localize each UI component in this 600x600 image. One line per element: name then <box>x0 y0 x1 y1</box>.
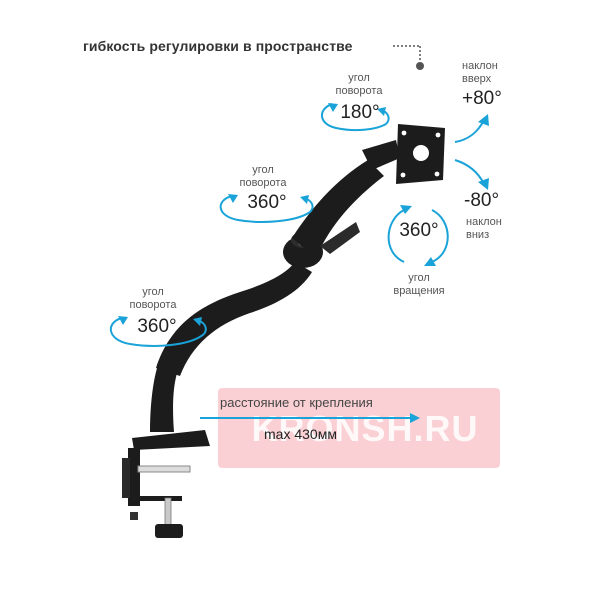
label-monitor-rotation: угол вращения <box>393 272 445 297</box>
rotation-arrow-mid <box>219 194 314 223</box>
value-low-rotation: 360° <box>137 316 177 337</box>
value-monitor-rotation: 360° <box>399 220 439 241</box>
value-mid-rotation: 360° <box>247 192 287 213</box>
reach-arrow <box>200 413 420 423</box>
rotation-arrow-top <box>321 103 390 132</box>
watermark-background <box>218 388 500 468</box>
label-mid-rotation: угол поворота <box>239 164 287 189</box>
vesa-plate <box>396 124 445 184</box>
label-tilt-up: наклон вверх <box>462 60 498 85</box>
diagram-title: гибкость регулировки в пространстве <box>83 38 353 54</box>
label-top-rotation: угол поворота <box>335 72 383 97</box>
upper-arm <box>292 140 400 258</box>
tilt-down-arrow <box>454 159 489 190</box>
value-tilt-down: -80° <box>464 190 500 211</box>
title-leader <box>393 45 424 70</box>
label-low-rotation: угол поворота <box>129 286 177 311</box>
lower-arm <box>156 262 312 376</box>
rotation-arrow-monitor <box>387 205 449 266</box>
value-tilt-up: +80° <box>462 88 502 109</box>
base-pole <box>132 365 210 450</box>
label-tilt-down: наклон вниз <box>466 216 502 241</box>
reach-value: max 430мм <box>264 426 337 442</box>
value-top-rotation: 180° <box>340 102 380 123</box>
watermark-text: KRONSH.RU <box>251 408 479 449</box>
tilt-up-arrow <box>454 114 489 143</box>
rotation-arrow-low <box>110 316 207 347</box>
desk-clamp <box>122 448 191 538</box>
reach-label: расстояние от крепления <box>220 395 373 410</box>
